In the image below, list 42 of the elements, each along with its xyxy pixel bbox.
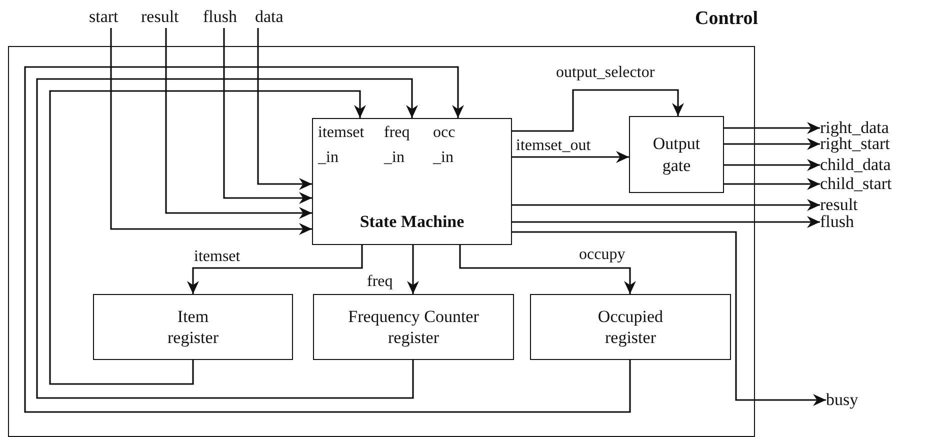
signal-label: child_data xyxy=(820,156,920,174)
arrow xyxy=(512,216,820,228)
arrow xyxy=(223,28,312,204)
port-label: freq _in xyxy=(384,123,410,168)
arrow xyxy=(512,151,629,163)
signal-label: child_start xyxy=(820,175,920,193)
register-box: Frequency Counter register xyxy=(313,294,514,360)
arrow xyxy=(187,245,363,294)
arrow xyxy=(724,178,820,190)
register-box: Item register xyxy=(93,294,293,360)
signal-label: busy xyxy=(826,391,876,409)
block-name: State Machine xyxy=(358,211,466,232)
arrow xyxy=(724,122,820,134)
arrow xyxy=(724,159,820,171)
edge-label: freq xyxy=(366,273,394,291)
signal-label: start xyxy=(89,8,133,28)
edge-label: itemset_out xyxy=(515,137,592,155)
port-label: itemset _in xyxy=(318,123,364,168)
arrow xyxy=(407,245,419,294)
state-machine-box xyxy=(312,118,512,245)
register-box: Occupied register xyxy=(530,294,731,360)
arrow xyxy=(459,245,636,294)
arrow xyxy=(165,28,312,219)
arrow xyxy=(110,28,312,235)
signal-label: data xyxy=(255,8,295,28)
arrow xyxy=(257,28,312,190)
arrow xyxy=(49,90,366,385)
signal-label: flush xyxy=(820,213,880,231)
signal-label: right_data xyxy=(820,119,920,137)
arrow xyxy=(24,66,631,413)
signal-label: result xyxy=(141,8,193,28)
edge-label: output_selector xyxy=(555,64,656,82)
arrow xyxy=(512,231,826,406)
arrow xyxy=(512,199,820,211)
signal-label: result xyxy=(820,196,880,214)
arrow xyxy=(724,138,820,150)
arrow xyxy=(512,89,684,132)
gate-box: Output gate xyxy=(629,116,724,193)
port-label: occ _in xyxy=(433,123,456,168)
arrow xyxy=(36,78,418,399)
block-title: Control xyxy=(695,8,758,30)
signal-label: flush xyxy=(203,8,247,28)
